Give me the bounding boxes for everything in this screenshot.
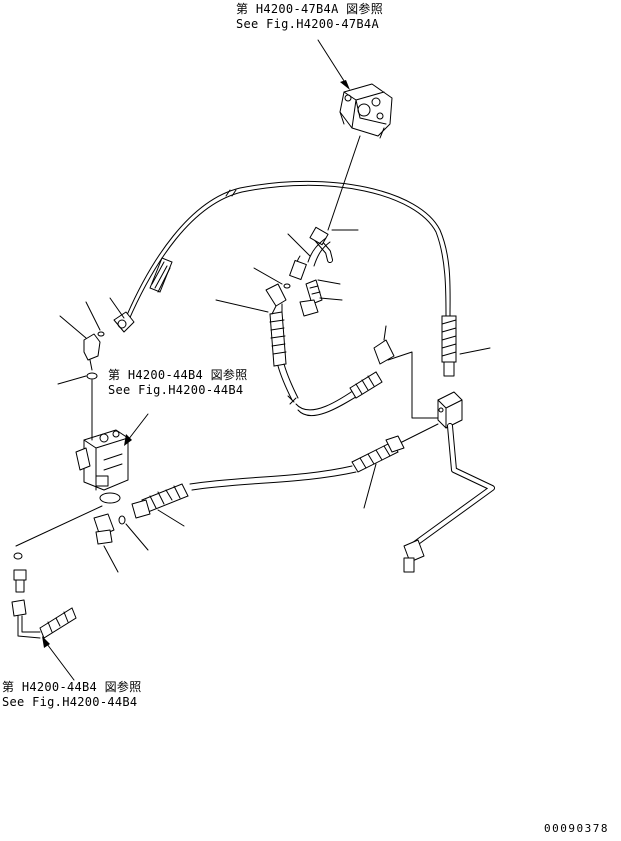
left-hose-section — [113, 257, 173, 333]
long-hose-loop — [123, 180, 451, 323]
drawing-number: 00090378 — [544, 822, 609, 835]
reference-label-top-jp: 第 H4200-47B4A 図参照 — [236, 2, 384, 16]
lower-left-hose-section — [131, 483, 189, 527]
leader — [109, 297, 125, 319]
lower-right-hose-section — [351, 435, 405, 509]
reference-label-bottom-jp: 第 H4200-44B4 図参照 — [2, 680, 142, 694]
hose-break-mark — [225, 189, 237, 197]
mid-reference-arrow — [124, 413, 149, 446]
leader — [319, 297, 343, 301]
left-control-valve — [75, 429, 129, 491]
left-elbow-fitting — [83, 331, 105, 371]
reference-label-bottom-en: See Fig.H4200-44B4 — [2, 695, 138, 709]
leader — [103, 545, 119, 573]
center-hose — [265, 283, 299, 405]
top-reference-arrow — [317, 39, 350, 90]
bottom-reference-arrow — [42, 636, 75, 681]
center-elbow-fitting — [289, 226, 333, 281]
oring-below-valve — [99, 492, 121, 504]
leader — [253, 267, 283, 285]
steel-tube — [403, 423, 495, 573]
leader — [287, 233, 311, 257]
center-adapter — [299, 279, 323, 317]
right-hose-section — [441, 315, 491, 377]
mid-right-hose-section — [349, 325, 439, 419]
reference-label-top-en: See Fig.H4200-47B4A — [236, 17, 379, 31]
top-valve-assembly — [339, 83, 393, 139]
leader — [57, 375, 87, 385]
right-tee-block — [437, 391, 463, 429]
leader — [317, 279, 341, 285]
lower-hose — [189, 465, 353, 485]
tee-to-lower-hose — [397, 423, 439, 445]
leader — [215, 299, 269, 313]
reference-label-mid-en: See Fig.H4200-44B4 — [108, 383, 244, 397]
leader — [85, 301, 101, 331]
bottom-left-hose — [11, 599, 77, 639]
leader — [59, 315, 87, 339]
bottom-left-fitting — [13, 569, 27, 593]
leader — [125, 523, 149, 551]
lower-adapter — [93, 513, 115, 545]
reference-label-mid-jp: 第 H4200-44B4 図参照 — [108, 368, 248, 382]
